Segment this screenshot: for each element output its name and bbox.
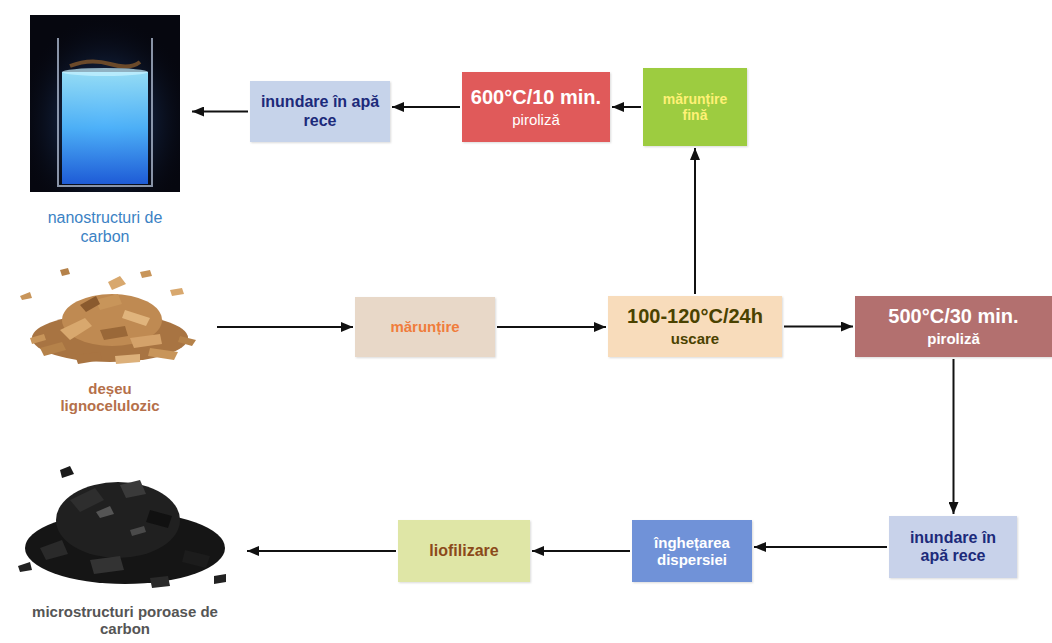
image-caption: deșeu lignocelulozic xyxy=(50,380,170,415)
flow-arrow xyxy=(497,326,606,328)
flow-arrow xyxy=(192,111,248,113)
flow-arrow xyxy=(784,326,853,328)
porous-carbon-photo xyxy=(18,466,226,588)
process-box: mărunțire fină xyxy=(643,68,747,146)
box-label: inundare în apă rece xyxy=(895,529,1011,566)
process-box: mărunțire xyxy=(355,297,495,357)
process-box: înghețarea dispersiei xyxy=(632,520,752,582)
image-node: deșeu lignocelulozic xyxy=(5,262,215,418)
box-label: inundare în apă rece xyxy=(256,93,384,130)
image-node: microstructuri poroase de carbon xyxy=(5,455,245,641)
flow-arrow xyxy=(532,550,630,552)
process-box: inundare în apă rece xyxy=(889,516,1017,578)
process-box: inundare în apă rece xyxy=(250,81,390,142)
box-label: liofilizare xyxy=(404,542,524,560)
image-caption: nanostructuri de carbon xyxy=(40,209,170,246)
wood-chips-photo xyxy=(20,268,196,364)
box-sublabel: uscare xyxy=(614,330,776,347)
box-label: 100-120°C/24h xyxy=(614,305,776,328)
box-label: înghețarea dispersiei xyxy=(638,534,746,569)
flow-arrow xyxy=(247,550,396,552)
flow-arrow xyxy=(612,106,641,108)
flow-arrow xyxy=(754,546,887,548)
box-sublabel: piroliză xyxy=(468,111,604,128)
flow-arrow xyxy=(953,359,955,514)
flow-arrow xyxy=(694,148,696,294)
image-caption: microstructuri poroase de carbon xyxy=(25,603,225,638)
process-box: liofilizare xyxy=(398,520,530,582)
flow-arrow xyxy=(217,326,353,328)
glowing-beaker-photo xyxy=(30,15,180,192)
box-sublabel: piroliză xyxy=(861,330,1046,347)
box-label: 600°C/10 min. xyxy=(468,86,604,109)
image-node: nanostructuri de carbon xyxy=(20,12,190,250)
process-box: 500°C/30 min. piroliză xyxy=(855,296,1052,357)
box-label: mărunțire xyxy=(361,318,489,335)
box-label: 500°C/30 min. xyxy=(861,305,1046,328)
flow-arrow xyxy=(392,106,460,108)
box-label: mărunțire fină xyxy=(649,91,741,123)
process-box: 100-120°C/24h uscare xyxy=(608,296,782,357)
process-box: 600°C/10 min. piroliză xyxy=(462,72,610,142)
